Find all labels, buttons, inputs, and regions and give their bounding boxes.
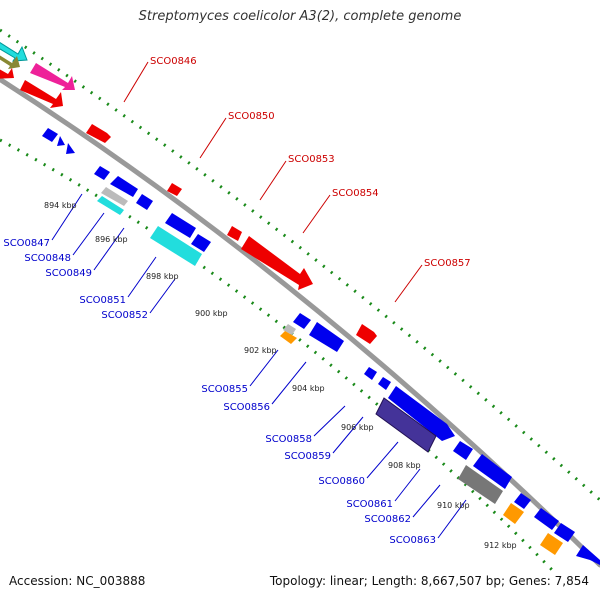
gene-arrow-blue[interactable]	[110, 176, 138, 197]
gene-arrow-red[interactable]	[356, 324, 377, 344]
inner-tick-track	[0, 138, 557, 572]
gene-label-reverse[interactable]: SCO0849	[45, 268, 92, 279]
gene-arrow-purple[interactable]	[375, 397, 437, 453]
gene-arrow-blue[interactable]	[388, 386, 455, 441]
reverse-strand-track	[42, 128, 600, 565]
gene-arrow-blue[interactable]	[576, 545, 600, 565]
gene-arrow-red[interactable]	[86, 124, 111, 143]
kbp-label: 894 kbp	[44, 201, 77, 210]
gene-arrow-red[interactable]	[167, 183, 182, 196]
genome-backbone	[0, 76, 600, 568]
topology-label: Topology: linear; Length: 8,667,507 bp; …	[269, 574, 589, 588]
reverse-gene-labels: SCO0847 SCO0848 SCO0849 SCO0851 SCO0852 …	[3, 238, 436, 546]
gene-arrow-orange[interactable]	[503, 503, 524, 524]
gene-arrow-blue[interactable]	[42, 128, 58, 142]
gene-label-reverse[interactable]: SCO0859	[284, 451, 331, 462]
gene-label-reverse[interactable]: SCO0862	[364, 514, 411, 525]
kbp-labels: 894 kbp 896 kbp 898 kbp 900 kbp 902 kbp …	[44, 201, 517, 550]
gene-arrow-blue[interactable]	[136, 194, 153, 210]
kbp-label: 908 kbp	[388, 461, 421, 470]
gene-arrow-red[interactable]	[241, 236, 313, 290]
gene-label-reverse[interactable]: SCO0860	[318, 476, 365, 487]
gene-label-forward[interactable]: SCO0850	[228, 111, 275, 122]
gene-label-reverse[interactable]: SCO0855	[201, 384, 248, 395]
gene-arrow-blue[interactable]	[534, 508, 559, 530]
kbp-label: 910 kbp	[437, 501, 470, 510]
gene-arrow-red[interactable]	[0, 64, 14, 79]
gene-label-reverse[interactable]: SCO0852	[101, 310, 148, 321]
accession-label: Accession: NC_003888	[9, 574, 146, 588]
gene-label-forward[interactable]: SCO0853	[288, 154, 335, 165]
gene-arrow-cyan[interactable]	[97, 196, 124, 215]
gene-arrow-blue[interactable]	[473, 454, 512, 489]
gene-arrow-blue[interactable]	[165, 213, 196, 238]
forward-gene-labels: SCO0846 SCO0850 SCO0853 SCO0854 SCO0857	[150, 56, 471, 269]
gene-label-reverse[interactable]: SCO0851	[79, 295, 126, 306]
gene-label-reverse[interactable]: SCO0848	[24, 253, 71, 264]
gene-arrow-gray[interactable]	[283, 324, 296, 335]
reverse-label-lines	[51, 193, 467, 539]
gene-arrow-blue[interactable]	[378, 377, 391, 390]
forward-strand-track	[0, 35, 377, 344]
gene-arrow-blue[interactable]	[57, 136, 65, 146]
gene-arrow-cyan[interactable]	[0, 35, 28, 62]
gene-arrow-blue[interactable]	[514, 493, 531, 509]
gene-arrow-darkgray[interactable]	[458, 465, 503, 504]
gene-arrow-blue[interactable]	[309, 322, 344, 352]
gene-arrow-magenta[interactable]	[30, 63, 75, 90]
gene-arrow-orange[interactable]	[540, 533, 563, 555]
gene-arrow-blue[interactable]	[94, 166, 110, 180]
kbp-label: 912 kbp	[484, 541, 517, 550]
gene-arrow-gray[interactable]	[101, 187, 128, 206]
gene-label-reverse[interactable]: SCO0863	[389, 535, 436, 546]
gene-label-forward[interactable]: SCO0846	[150, 56, 197, 67]
gene-arrow-blue[interactable]	[191, 234, 211, 252]
kbp-label: 904 kbp	[292, 384, 325, 393]
gene-arrow-cyan[interactable]	[150, 226, 202, 266]
gene-label-forward[interactable]: SCO0854	[332, 188, 379, 199]
gene-arrow-blue[interactable]	[364, 367, 377, 380]
gene-arrow-olive[interactable]	[0, 48, 20, 69]
gene-label-forward[interactable]: SCO0857	[424, 258, 471, 269]
gene-label-reverse[interactable]: SCO0856	[223, 402, 270, 413]
gene-label-reverse[interactable]: SCO0847	[3, 238, 50, 249]
gene-arrow-orange[interactable]	[280, 331, 297, 344]
forward-label-lines	[123, 61, 423, 303]
gene-label-reverse[interactable]: SCO0861	[346, 499, 393, 510]
gene-arrow-blue[interactable]	[293, 313, 311, 329]
kbp-label: 906 kbp	[341, 423, 374, 432]
gene-arrow-blue[interactable]	[554, 523, 575, 542]
gene-label-reverse[interactable]: SCO0858	[265, 434, 312, 445]
gene-arrow-blue[interactable]	[453, 441, 473, 460]
map-title: Streptomyces coelicolor A3(2), complete …	[138, 9, 462, 24]
kbp-label: 902 kbp	[244, 346, 277, 355]
kbp-label: 898 kbp	[146, 272, 179, 281]
kbp-label: 896 kbp	[95, 235, 128, 244]
gene-arrow-blue[interactable]	[66, 143, 75, 154]
outer-tick-track	[0, 28, 600, 502]
kbp-label: 900 kbp	[195, 309, 228, 318]
gene-arrow-red[interactable]	[20, 80, 63, 108]
gene-arrow-red[interactable]	[227, 226, 242, 241]
